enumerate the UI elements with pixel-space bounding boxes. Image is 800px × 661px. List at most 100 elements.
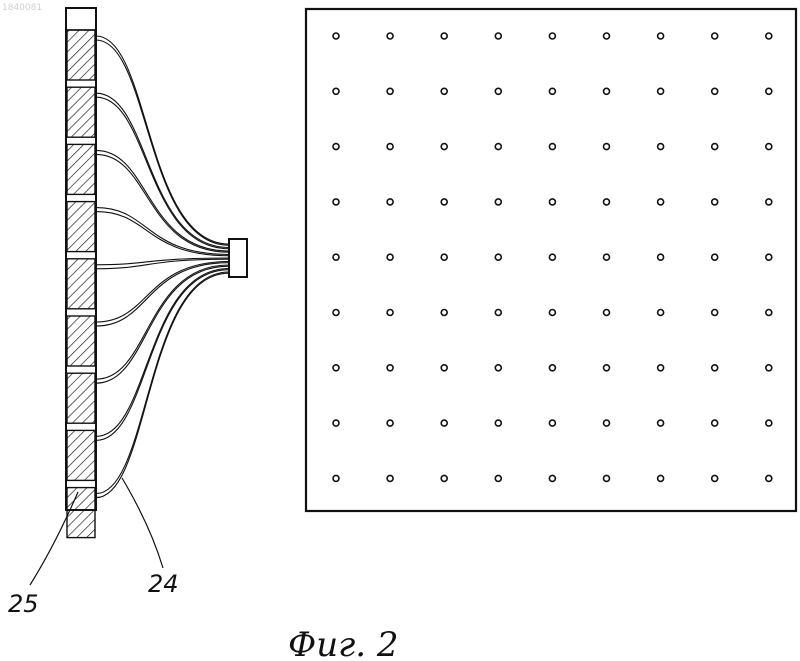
plate-hole [549,88,555,94]
plate-hole [604,33,610,39]
plate-hole [387,199,393,205]
wire [96,36,229,244]
plate-hole [712,88,718,94]
plate-hole [658,365,664,371]
plate-hole [333,254,339,260]
plate-hole [549,365,555,371]
plate-hole [712,33,718,39]
plate-hole [387,144,393,150]
plate-hole [766,254,772,260]
plate-hole [387,420,393,426]
plate-hole [658,420,664,426]
plate-hole [549,144,555,150]
plate-hole [441,420,447,426]
strip-segment [67,202,95,252]
plate-hole [658,33,664,39]
strip-segment [67,87,95,137]
plate-hole [604,420,610,426]
plate-hole [604,310,610,316]
plate-hole [604,475,610,481]
wire [96,273,229,497]
plate-hole [495,254,501,260]
plate-hole [658,144,664,150]
plate-hole [333,420,339,426]
plate-hole [495,475,501,481]
plate-hole [604,365,610,371]
plate-hole [495,420,501,426]
plate-hole [766,144,772,150]
plate-hole [333,144,339,150]
wire-bundle [96,36,229,498]
plate-hole [441,88,447,94]
plate-hole [495,310,501,316]
plate-hole [712,365,718,371]
plate-hole [333,88,339,94]
plate-hole [658,310,664,316]
plate-hole [495,365,501,371]
plate-hole [549,420,555,426]
plate-hole [549,33,555,39]
plate-hole [766,33,772,39]
plate-hole [712,310,718,316]
plate-hole [549,310,555,316]
plate-hole [387,365,393,371]
plate-hole [495,88,501,94]
wire [96,208,229,255]
plate-hole [604,254,610,260]
plate-hole [604,144,610,150]
plate-hole [387,254,393,260]
strip-segment [67,373,95,423]
plate-hole [658,199,664,205]
plate-hole [495,199,501,205]
plate-hole [441,144,447,150]
wire [96,270,229,441]
plate-hole [658,254,664,260]
plate-hole [333,33,339,39]
label-25: 25 [8,590,39,618]
wire [96,269,229,437]
plate-hole [658,88,664,94]
plate-hole [333,475,339,481]
plate-hole [712,420,718,426]
strip-segment [67,144,95,194]
plate-hole [766,420,772,426]
plate-hole [441,254,447,260]
plate-hole [604,199,610,205]
plate-hole [441,475,447,481]
strip-segment [67,30,95,80]
strip-segment [67,316,95,366]
plate-hole [441,199,447,205]
plate-hole [387,310,393,316]
plate-hole [604,88,610,94]
connector-block [229,239,247,277]
strip-segment [67,488,95,538]
plate-hole [333,365,339,371]
plate-hole [766,365,772,371]
plate-hole [495,33,501,39]
wire [96,154,229,252]
plate-hole [712,199,718,205]
strip-segment [67,259,95,309]
plate-hole [766,199,772,205]
plate-hole [387,88,393,94]
plate-hole [766,310,772,316]
plate-hole [441,33,447,39]
plate-hole [712,475,718,481]
plate-hole [766,88,772,94]
plate-hole [712,144,718,150]
perforated-plate [306,9,796,511]
plate-hole [549,475,555,481]
plate-hole [441,365,447,371]
plate-hole [333,199,339,205]
wire [96,150,229,251]
plate-hole [766,475,772,481]
strip-segment [67,430,95,480]
figure-caption: Фиг. 2 [288,625,399,661]
plate-hole [495,144,501,150]
plate-hole [549,254,555,260]
wire [96,93,229,247]
document-id: 1840081 [2,3,42,13]
plate-hole [658,475,664,481]
plate-hole [333,310,339,316]
